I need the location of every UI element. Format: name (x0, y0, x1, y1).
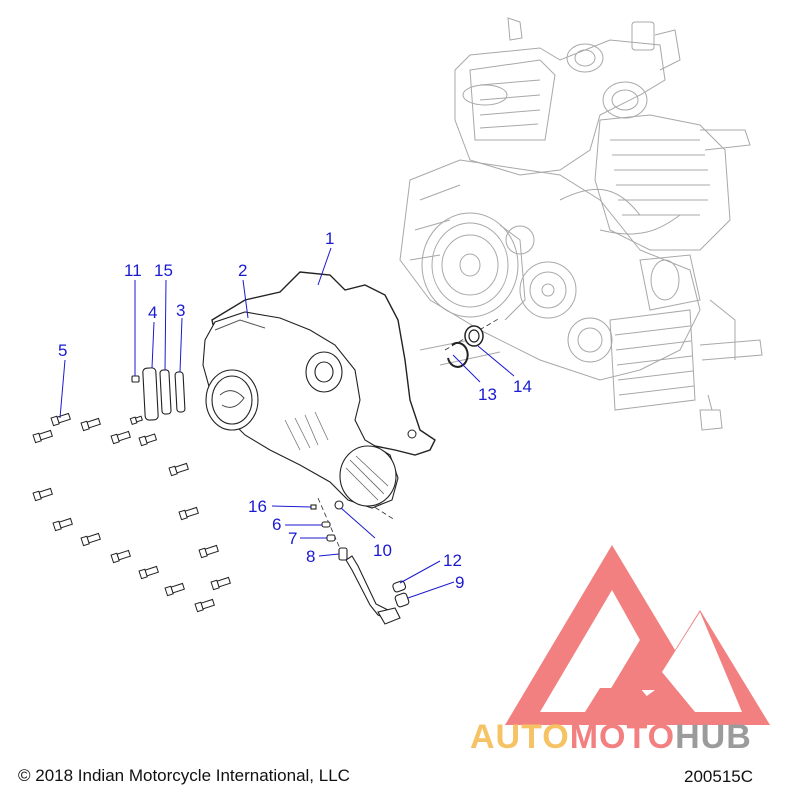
callout-6: 6 (272, 515, 281, 534)
automotohub-watermark: AUTOMOTOHUB (470, 545, 770, 756)
engine-assembly (399, 17, 763, 431)
callout-15: 15 (154, 261, 173, 280)
callout-4: 4 (148, 303, 157, 322)
callout-12: 12 (443, 551, 462, 570)
triangle-logo-icon (505, 545, 770, 725)
callout-2: 2 (238, 261, 247, 280)
pin-16 (310, 504, 317, 510)
bushing-7 (326, 534, 336, 542)
svg-text:AUTOMOTOHUB: AUTOMOTOHUB (470, 718, 752, 756)
bolt-set-5 (32, 412, 231, 613)
callout-3: 3 (176, 301, 185, 320)
spacer-10 (334, 500, 344, 510)
retaining-ring-13 (447, 341, 469, 368)
callout-7: 7 (288, 529, 297, 548)
callout-13: 13 (478, 385, 497, 404)
dowel-pin-11 (131, 375, 140, 383)
leader-lines (59, 247, 515, 599)
callout-labels: 1 2 3 4 5 6 7 8 9 10 11 12 13 14 15 16 (58, 229, 532, 592)
gasket-plate-4 (142, 367, 159, 421)
callout-14: 14 (513, 377, 532, 396)
bushing-9 (394, 592, 410, 608)
seal-strip-3 (174, 371, 186, 413)
diagram-code: 200515C (684, 767, 754, 786)
watermark-word-hub: HUB (675, 718, 752, 756)
washer-6 (321, 521, 331, 528)
copyright-notice: © 2018 Indian Motorcycle International, … (18, 766, 350, 785)
callout-8: 8 (306, 547, 315, 566)
watermark-word-auto: AUTO (470, 718, 570, 756)
callout-5: 5 (58, 341, 67, 360)
callout-16: 16 (248, 497, 267, 516)
watermark-word-moto: MOTO (570, 718, 675, 756)
callout-10: 10 (373, 541, 392, 560)
seal-12 (392, 580, 407, 593)
oil-seal-14 (464, 325, 484, 347)
primary-side-cover (202, 311, 399, 509)
callout-9: 9 (455, 573, 464, 592)
callout-11: 11 (124, 261, 142, 280)
seal-strip-15 (159, 369, 172, 415)
callout-1: 1 (325, 229, 334, 248)
